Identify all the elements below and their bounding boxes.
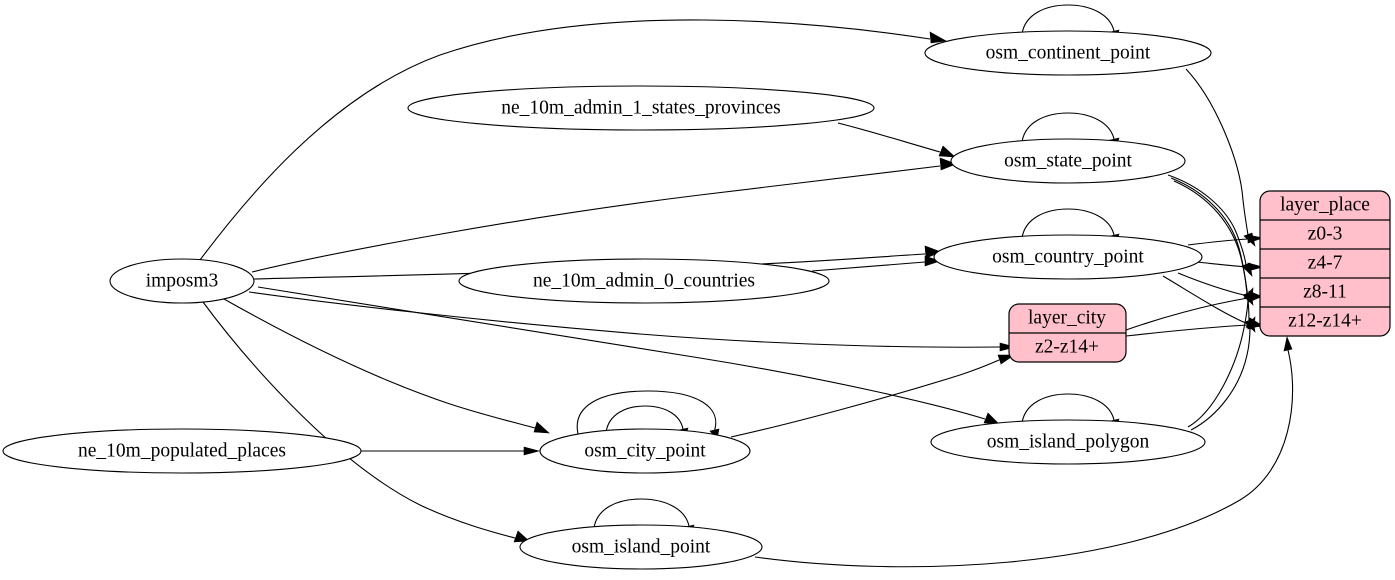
edge-imposm3-to-layer_city <box>248 291 1001 348</box>
arrowhead-island_polygon-z8_11 <box>1243 287 1254 302</box>
arrowhead-country-z4_7 <box>1247 262 1265 272</box>
node-layer: imposm3 ne_10m_admin_1_states_provinces … <box>2 30 1212 570</box>
record-layer_place-row-z0-3: z0-3 <box>1308 223 1343 244</box>
node-osm_island_point-shape[interactable] <box>519 524 763 570</box>
edge-imposm3-to-osm_state_point <box>251 165 941 273</box>
record-layer_place[interactable]: layer_place z0-3 z4-7 z8-11 z12-z14+ <box>1259 190 1391 337</box>
arrowhead-imposm3-osm_country_point <box>924 245 942 259</box>
record-layer_place-row-z12-z14: z12-z14+ <box>1288 310 1362 331</box>
node-imposm3-shape[interactable] <box>109 258 255 304</box>
record-layer_place-row-z4-7: z4-7 <box>1308 252 1343 273</box>
node-imposm3[interactable]: imposm3 <box>109 258 255 304</box>
edge-layer_city-to-layer_place-z8_11 <box>1125 297 1249 331</box>
arrowhead-island_polygon-z12_z14 <box>1245 316 1256 331</box>
record-layer_place-row-title: layer_place <box>1280 194 1370 215</box>
edge-osm_city_point-to-layer_city <box>730 359 1000 438</box>
node-ne_places-shape[interactable] <box>2 428 362 474</box>
edge-imposm3-to-osm_continent_point <box>199 19 931 261</box>
edge-osm_country_point-to-layer_place-z12_z14 <box>1162 275 1249 325</box>
node-osm_continent_point-label: osm_continent_point <box>986 42 1151 63</box>
node-osm_city_point-shape[interactable] <box>539 428 751 474</box>
node-imposm3-label: imposm3 <box>146 270 219 291</box>
node-osm_island_point[interactable]: osm_island_point <box>519 524 763 570</box>
edge-osm_country_point-to-layer_place-z8_11 <box>1177 272 1249 297</box>
selfloop-osm_continent_point <box>1021 4 1115 35</box>
arrowhead-country-z0_3 <box>1247 234 1265 244</box>
edge-osm_state_point-to-layer_place-z4_7 <box>1167 174 1247 266</box>
edge-osm_country_point-to-layer_place-z4_7 <box>1195 261 1249 268</box>
arrowhead-island_point-z12_z14 <box>1283 335 1293 352</box>
node-ne_states-label: ne_10m_admin_1_states_provinces <box>501 97 780 118</box>
edge-layer_city-to-layer_place-z12_z14 <box>1125 324 1249 337</box>
record-layer_place-row-z8-11: z8-11 <box>1303 281 1347 302</box>
node-osm_country_point-shape[interactable] <box>933 234 1203 280</box>
node-ne_places-label: ne_10m_populated_places <box>78 440 286 461</box>
edge-osm_continent_point-to-layer_place-z0_3 <box>1185 68 1249 236</box>
arrowhead-imposm3-osm_continent_point <box>929 31 947 44</box>
node-osm_city_point-label: osm_city_point <box>584 440 706 461</box>
node-ne_10m_populated_places[interactable]: ne_10m_populated_places <box>2 428 362 474</box>
node-ne_states-shape[interactable] <box>407 85 875 131</box>
record-layer_place-box[interactable] <box>1259 190 1391 337</box>
node-osm_city_point[interactable]: osm_city_point <box>539 428 751 474</box>
arrowhead-ne_countries-osm_country_point <box>924 255 941 267</box>
arrowhead-ne_states-osm_state_point <box>938 145 956 158</box>
record-layer_city[interactable]: layer_city z2-z14+ <box>1008 303 1127 363</box>
arrowhead-imposm3-layer_city <box>999 342 1017 352</box>
node-osm_country_point[interactable]: osm_country_point <box>933 234 1203 280</box>
edge-ne_states-to-osm_state_point <box>837 122 941 153</box>
selfloop-osm_country_point <box>1021 208 1115 239</box>
edge-layer <box>199 4 1294 568</box>
edge-osm_island_point-to-layer_place-z12_z14 <box>754 349 1294 568</box>
selfloop-osm_city_point-inner <box>605 405 684 433</box>
selfloop-osm_city_point-outer <box>576 390 717 435</box>
arrowhead-imposm3-osm_island_polygon <box>983 412 1000 425</box>
arrowhead-imposm3-osm_city_point <box>533 421 550 434</box>
record-layer_city-row-z2-z14: z2-z14+ <box>1035 336 1099 357</box>
node-osm_continent_point[interactable]: osm_continent_point <box>924 30 1212 76</box>
edge-osm_state_point-to-layer_place-z12_z14 <box>1173 180 1250 322</box>
edge-imposm3-to-osm_island_point <box>202 301 516 539</box>
arrowhead-ne_places-osm_city_point <box>523 446 541 456</box>
node-ne_10m_admin_1_states_provinces[interactable]: ne_10m_admin_1_states_provinces <box>407 85 875 131</box>
node-ne_countries-label: ne_10m_admin_0_countries <box>533 270 755 291</box>
node-osm_state_point-label: osm_state_point <box>1004 150 1132 171</box>
edge-imposm3-to-osm_island_polygon <box>257 286 986 420</box>
node-osm_island_polygon[interactable]: osm_island_polygon <box>930 419 1206 465</box>
edge-osm_state_point-to-layer_place-z8_11 <box>1170 177 1248 295</box>
edge-osm_country_point-to-layer_place-z0_3 <box>1187 238 1249 246</box>
node-osm_state_point[interactable]: osm_state_point <box>950 138 1186 184</box>
selfloop-osm_island_point <box>593 498 690 529</box>
node-osm_island_polygon-label: osm_island_polygon <box>987 431 1150 452</box>
record-layer_city-row-title: layer_city <box>1028 307 1106 328</box>
node-osm_island_polygon-shape[interactable] <box>930 419 1206 465</box>
edge-ne_countries-to-osm_country_point <box>811 261 926 272</box>
selfloop-osm_state_point <box>1021 112 1115 143</box>
arrowhead-imposm3-osm_state_point <box>939 157 957 171</box>
node-osm_island_point-label: osm_island_point <box>572 536 711 557</box>
selfloop-osm_island_polygon <box>1021 393 1115 424</box>
node-ne_countries-shape[interactable] <box>458 258 830 304</box>
edge-osm_island_polygon-to-layer_place-z12_z14 <box>1190 326 1251 431</box>
edge-imposm3-to-osm_city_point <box>223 298 536 429</box>
node-osm_state_point-shape[interactable] <box>950 138 1186 184</box>
arrowhead-imposm3-osm_island_point <box>513 530 530 543</box>
node-osm_country_point-label: osm_country_point <box>992 246 1144 267</box>
node-osm_continent_point-shape[interactable] <box>924 30 1212 76</box>
record-layer: layer_city z2-z14+ layer_place z0-3 z4-7… <box>1008 190 1391 363</box>
node-ne_10m_admin_0_countries[interactable]: ne_10m_admin_0_countries <box>458 258 830 304</box>
edge-osm_island_polygon-to-layer_place-z8_11 <box>1187 297 1249 428</box>
